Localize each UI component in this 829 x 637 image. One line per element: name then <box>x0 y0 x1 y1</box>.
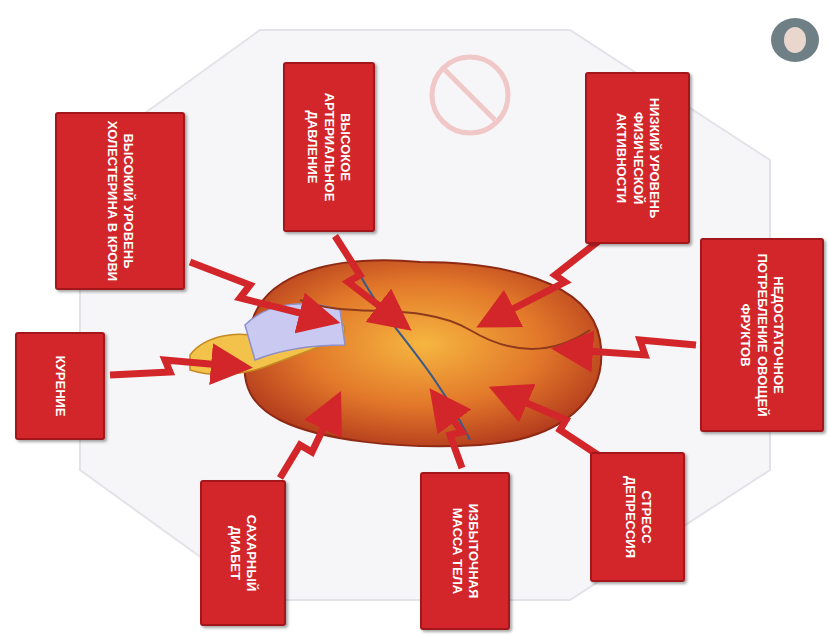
risk-label: ВЫСОКОЕ АРТЕРИАЛЬНОЕ ДАВЛЕНИЕ <box>305 70 354 224</box>
risk-label: НЕДОСТАТОЧНОЕ ПОТРЕБЛЕНИЕ ОВОЩЕЙ ФРУКТОВ <box>738 246 787 424</box>
arrow-weight <box>442 405 462 468</box>
risk-label: ИЗБЫТОЧНАЯ МАССА ТЕЛА <box>449 480 482 622</box>
risk-label: СТРЕСС ДЕПРЕССИЯ <box>621 460 654 574</box>
portrait-face <box>784 27 806 53</box>
arrow-pressure <box>335 236 395 318</box>
risk-label: НИЗКИЙ УРОВЕНЬ ФИЗИЧЕСКОЙ АКТИВНОСТИ <box>613 80 662 236</box>
arrow-diabetes <box>280 410 332 478</box>
arrow-stress <box>508 395 598 455</box>
weight-box: ИЗБЫТОЧНАЯ МАССА ТЕЛА <box>420 472 510 630</box>
diabetes-box: САХАРНЫЙ ДИАБЕТ <box>200 480 286 626</box>
risk-label: САХАРНЫЙ ДИАБЕТ <box>227 488 260 618</box>
risk-label: ВЫСОКИЙ УРОВЕНЬ ХОЛЕСТЕРИНА В КРОВИ <box>104 120 137 282</box>
stress-box: СТРЕСС ДЕПРЕССИЯ <box>590 452 685 582</box>
arrow-cholesterol <box>190 262 320 318</box>
no-smoking-sign <box>432 57 508 133</box>
pressure-box: ВЫСОКОЕ АРТЕРИАЛЬНОЕ ДАВЛЕНИЕ <box>283 62 375 232</box>
risk-arrows <box>110 236 696 478</box>
arrow-vegetables <box>572 340 696 355</box>
nutrition-box: НЕДОСТАТОЧНОЕ ПОТРЕБЛЕНИЕ ОВОЩЕЙ ФРУКТОВ <box>700 238 824 432</box>
no-smoking-bar <box>445 70 495 120</box>
arrow-smoking <box>110 360 232 375</box>
smoking-box: КУРЕНИЕ <box>15 332 105 440</box>
arrow-activity <box>495 240 600 318</box>
activity-box: НИЗКИЙ УРОВЕНЬ ФИЗИЧЕСКОЙ АКТИВНОСТИ <box>585 72 690 244</box>
coronary-artery <box>300 300 590 349</box>
risk-label: КУРЕНИЕ <box>52 340 68 432</box>
portrait-icon <box>771 18 819 62</box>
cholesterol-box: ВЫСОКИЙ УРОВЕНЬ ХОЛЕСТЕРИНА В КРОВИ <box>55 112 185 290</box>
